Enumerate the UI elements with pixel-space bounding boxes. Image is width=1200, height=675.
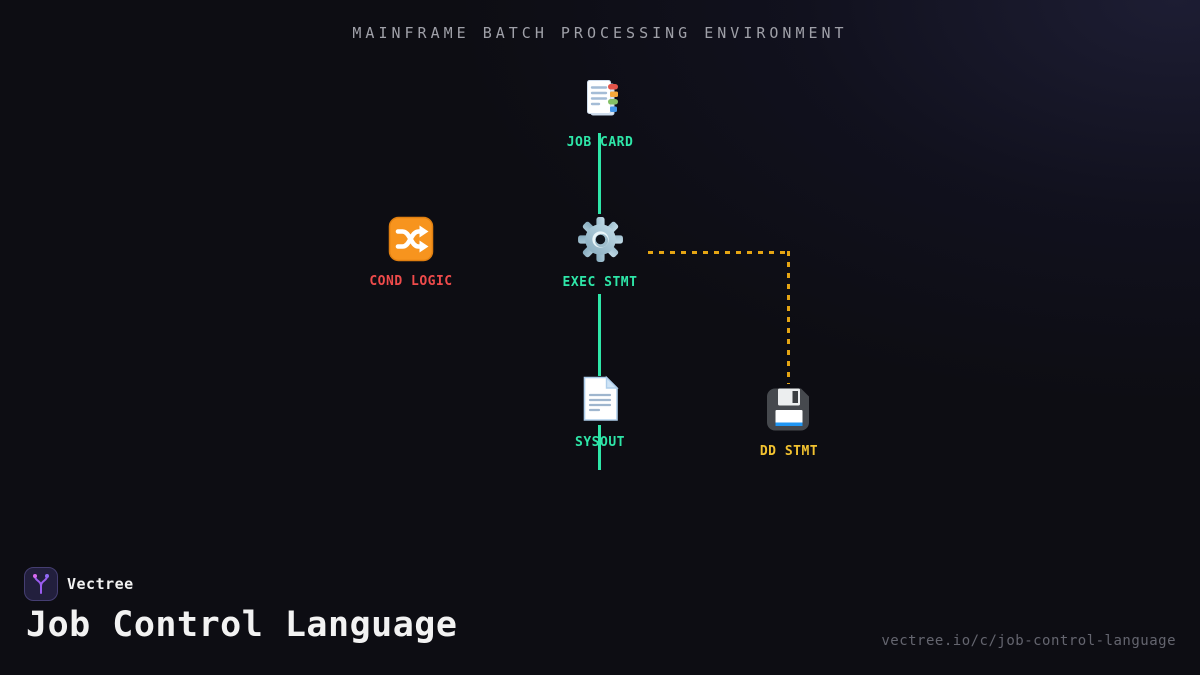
node-label-job-card: JOB CARD (566, 135, 634, 150)
edge-execstmt-sysout (598, 294, 601, 376)
node-cond-logic: COND LOGIC (341, 216, 481, 289)
diagram-title: MAINFRAME BATCH PROCESSING ENVIRONMENT (352, 24, 848, 42)
node-job-card: JOB CARD (530, 74, 670, 150)
edge-execstmt-ddstmt-vertical (787, 251, 790, 384)
page-icon (578, 375, 622, 423)
vectree-logo-icon (24, 567, 58, 601)
node-label-dd-stmt: DD STMT (759, 444, 819, 459)
page-url: vectree.io/c/job-control-language (881, 633, 1176, 649)
node-dd-stmt: DD STMT (719, 386, 859, 459)
shuffle-icon (388, 216, 434, 262)
node-label-exec-stmt: EXEC STMT (562, 275, 638, 290)
node-label-cond-logic: COND LOGIC (369, 274, 453, 289)
brand-row: Vectree (24, 567, 134, 601)
footer: Vectree Job Control Language vectree.io/… (0, 555, 1200, 675)
edge-execstmt-ddstmt-horizontal (648, 251, 790, 254)
bookmark-tabs-icon (576, 74, 625, 123)
edge-sysout-tail (598, 425, 601, 470)
node-exec-stmt: EXEC STMT (530, 214, 670, 290)
floppy-disk-icon (766, 386, 812, 432)
edge-jobcard-execstmt (598, 133, 601, 214)
gear-icon (575, 214, 626, 265)
brand-name: Vectree (67, 575, 134, 593)
page-title: Job Control Language (26, 605, 458, 645)
